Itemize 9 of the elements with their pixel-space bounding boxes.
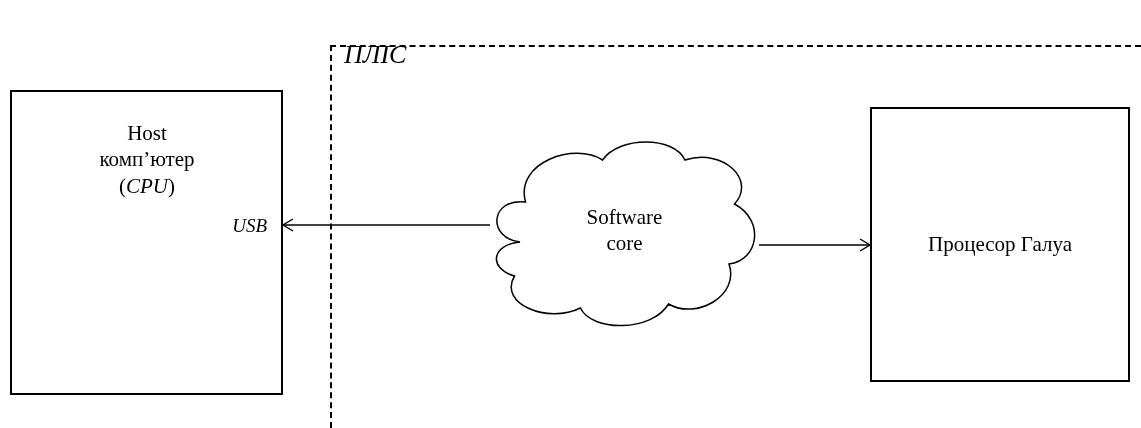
port-label: USB	[232, 214, 267, 238]
box-label: Процесор Галуа	[927, 230, 1073, 257]
process-box	[870, 107, 1130, 382]
dashed-region	[330, 45, 1141, 428]
cloud-label: Software core	[585, 204, 664, 257]
arrow	[758, 238, 871, 252]
process-box	[10, 90, 283, 395]
arrow	[282, 218, 491, 232]
box-label: Host комп’ютер (CPU)	[98, 120, 196, 199]
